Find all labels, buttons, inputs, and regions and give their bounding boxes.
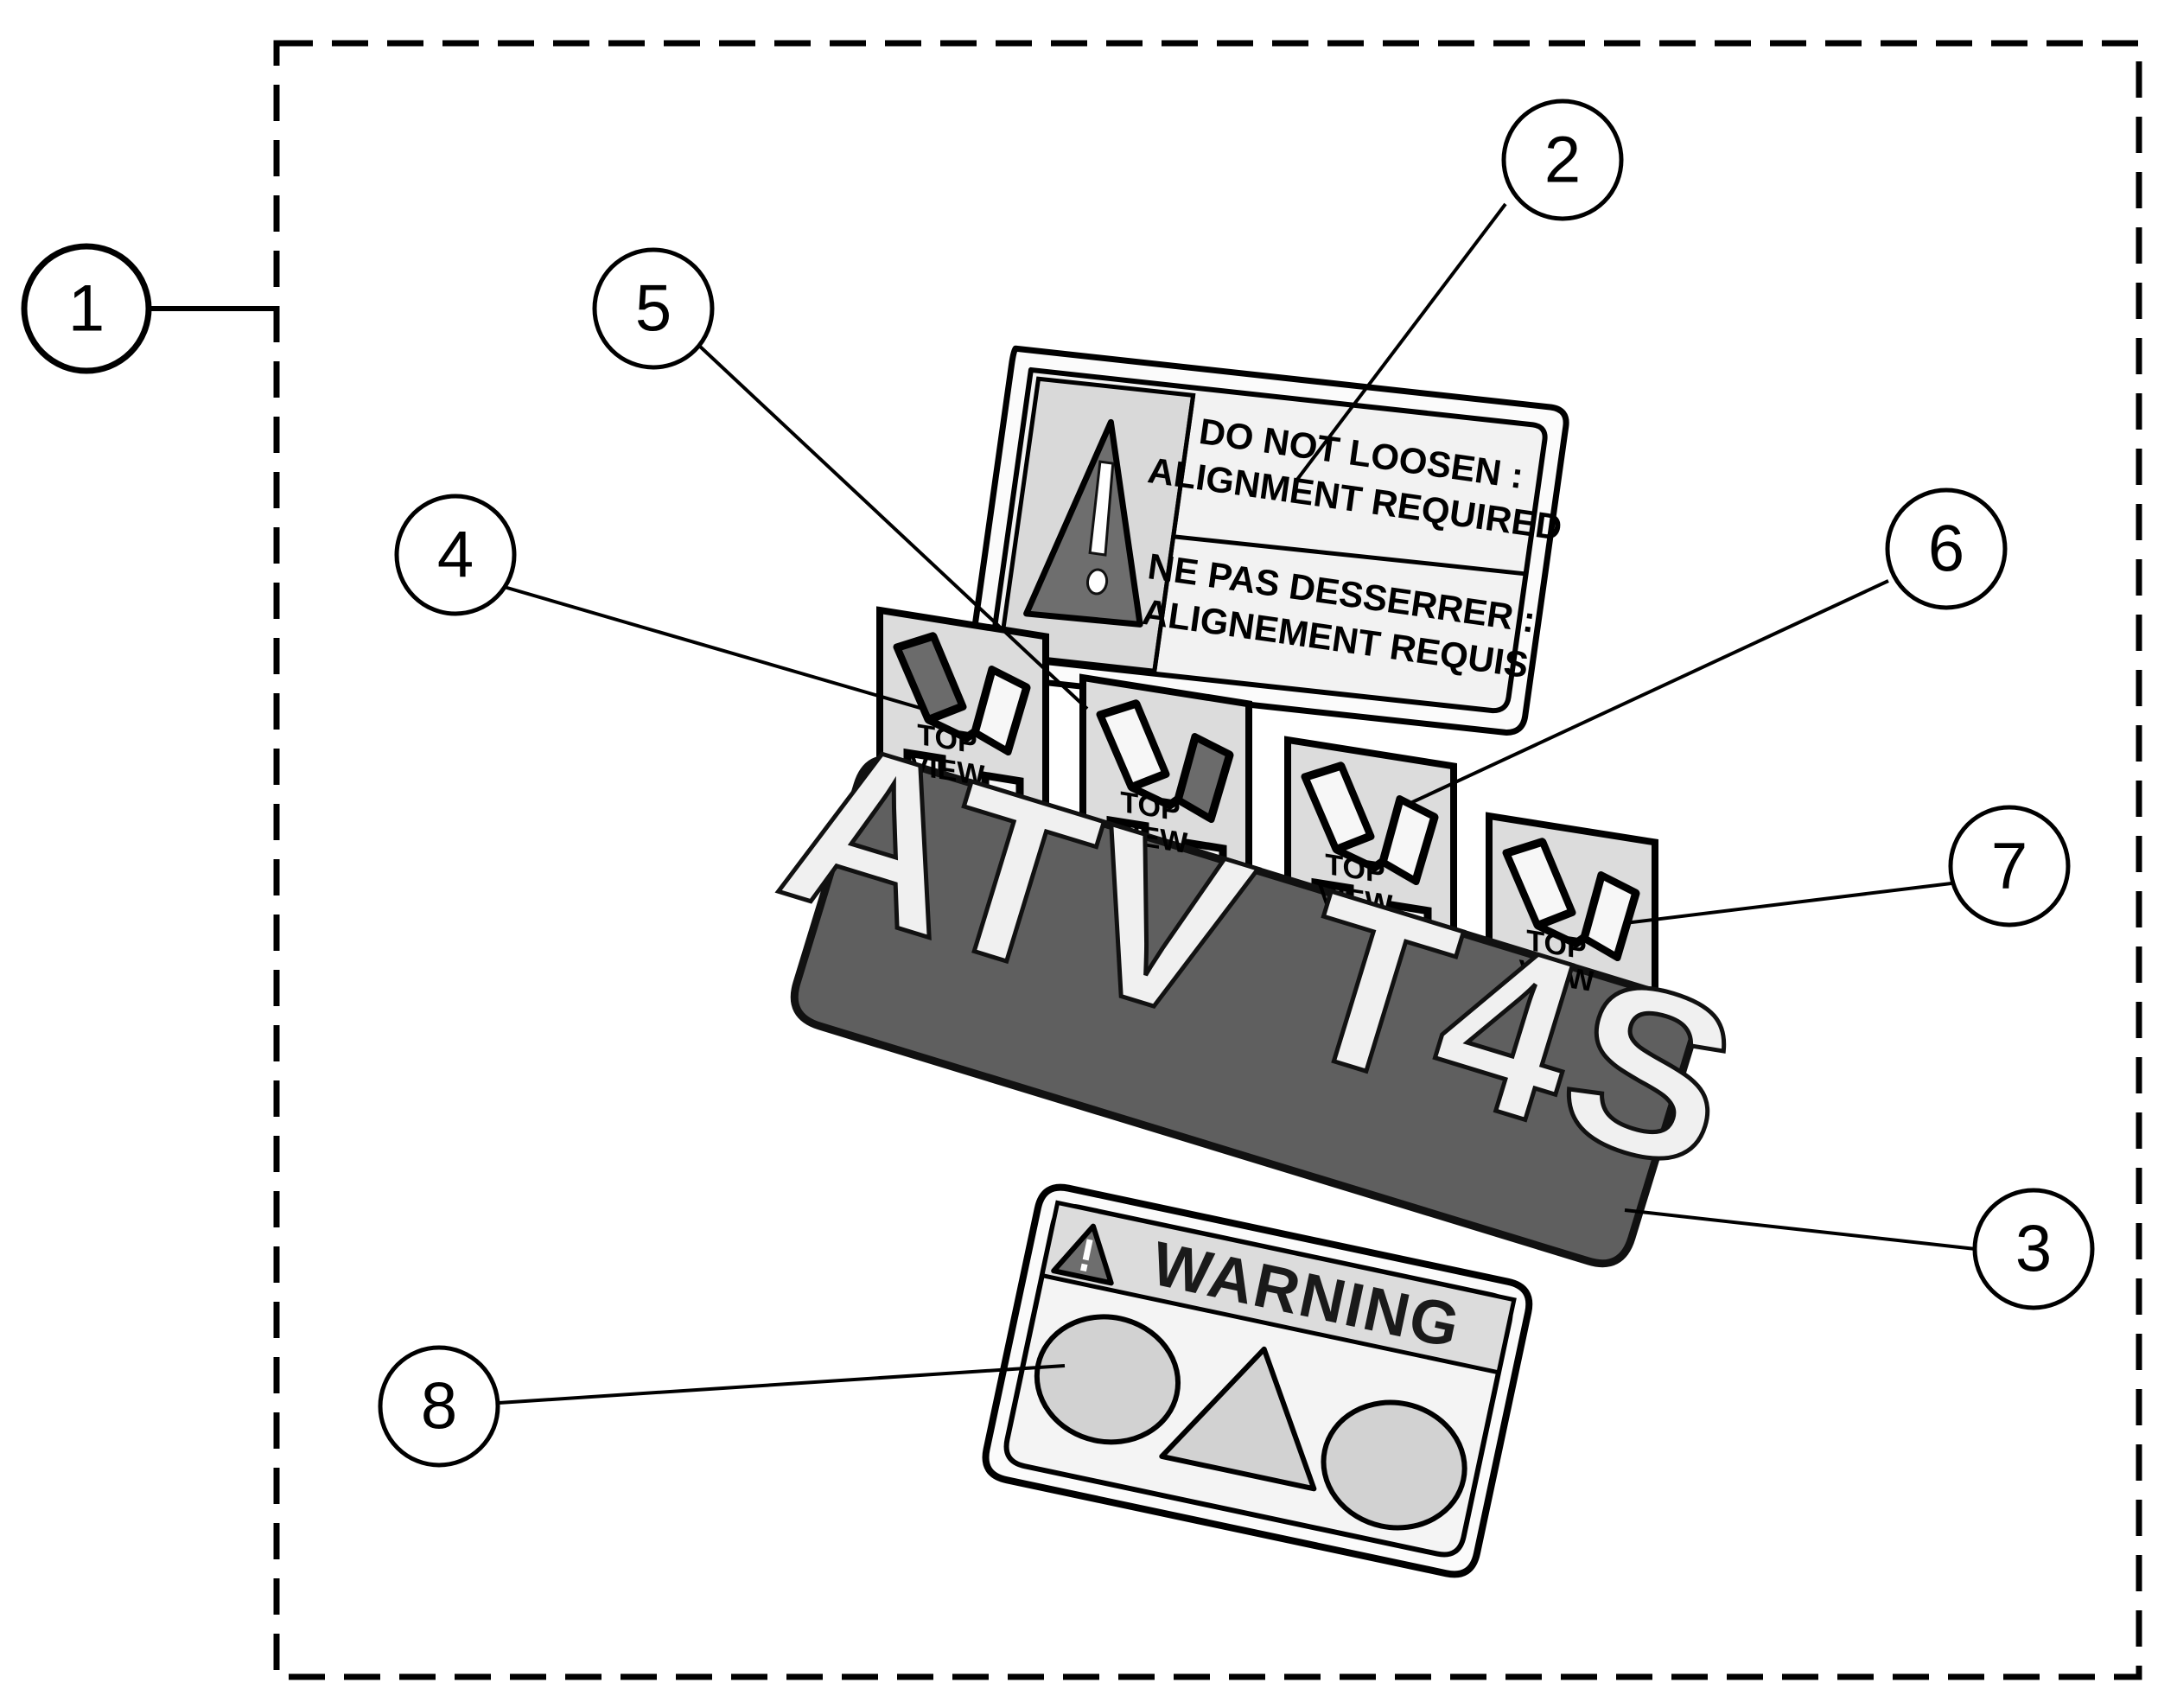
callout-bubble-2[interactable] (1501, 99, 1624, 221)
callout-label-5: 5 (635, 272, 672, 346)
leader-lines (93, 202, 1976, 1405)
callout-label-1: 1 (68, 272, 105, 346)
callout-label-3: 3 (2015, 1213, 2052, 1286)
pictogram-triangle-center (1159, 1346, 1317, 1492)
leader-8 (485, 1364, 1066, 1405)
callout-bubble-7[interactable] (1948, 805, 2071, 927)
callout-label-4: 4 (437, 519, 474, 592)
dashed-boundary (273, 40, 2142, 1680)
atv-t4s-emblem (790, 755, 1699, 1268)
callout-bubble-4[interactable] (394, 494, 517, 616)
callout-numbers: 1 2 3 4 5 6 7 8 (68, 124, 2052, 1444)
decal-6-text: TOP VIEW (1318, 848, 1394, 922)
leader-6 (1408, 579, 1889, 806)
leader-5 (697, 343, 1089, 711)
leader-7 (1624, 882, 1952, 925)
callout-label-2: 2 (1544, 124, 1581, 197)
leader-4 (494, 583, 924, 711)
warning-label (982, 1183, 1533, 1578)
callout-label-7: 7 (1991, 830, 2027, 903)
callout-label-6: 6 (1928, 513, 1964, 586)
callout-bubble-8[interactable] (378, 1345, 500, 1468)
callout-bubbles (21, 99, 2095, 1468)
callout-bubble-3[interactable] (1972, 1188, 2095, 1310)
do-not-loosen-label (967, 345, 1569, 736)
callout-label-8: 8 (421, 1370, 457, 1444)
leader-2 (1295, 202, 1507, 482)
pictogram-ellipse-right (1321, 1399, 1467, 1531)
callout-bubble-6[interactable] (1885, 488, 2008, 610)
callout-bubble-5[interactable] (592, 247, 715, 370)
pictogram-ellipse-left (1034, 1314, 1181, 1445)
leader-3 (1624, 1208, 1976, 1251)
callout-bubble-1[interactable] (21, 243, 152, 374)
